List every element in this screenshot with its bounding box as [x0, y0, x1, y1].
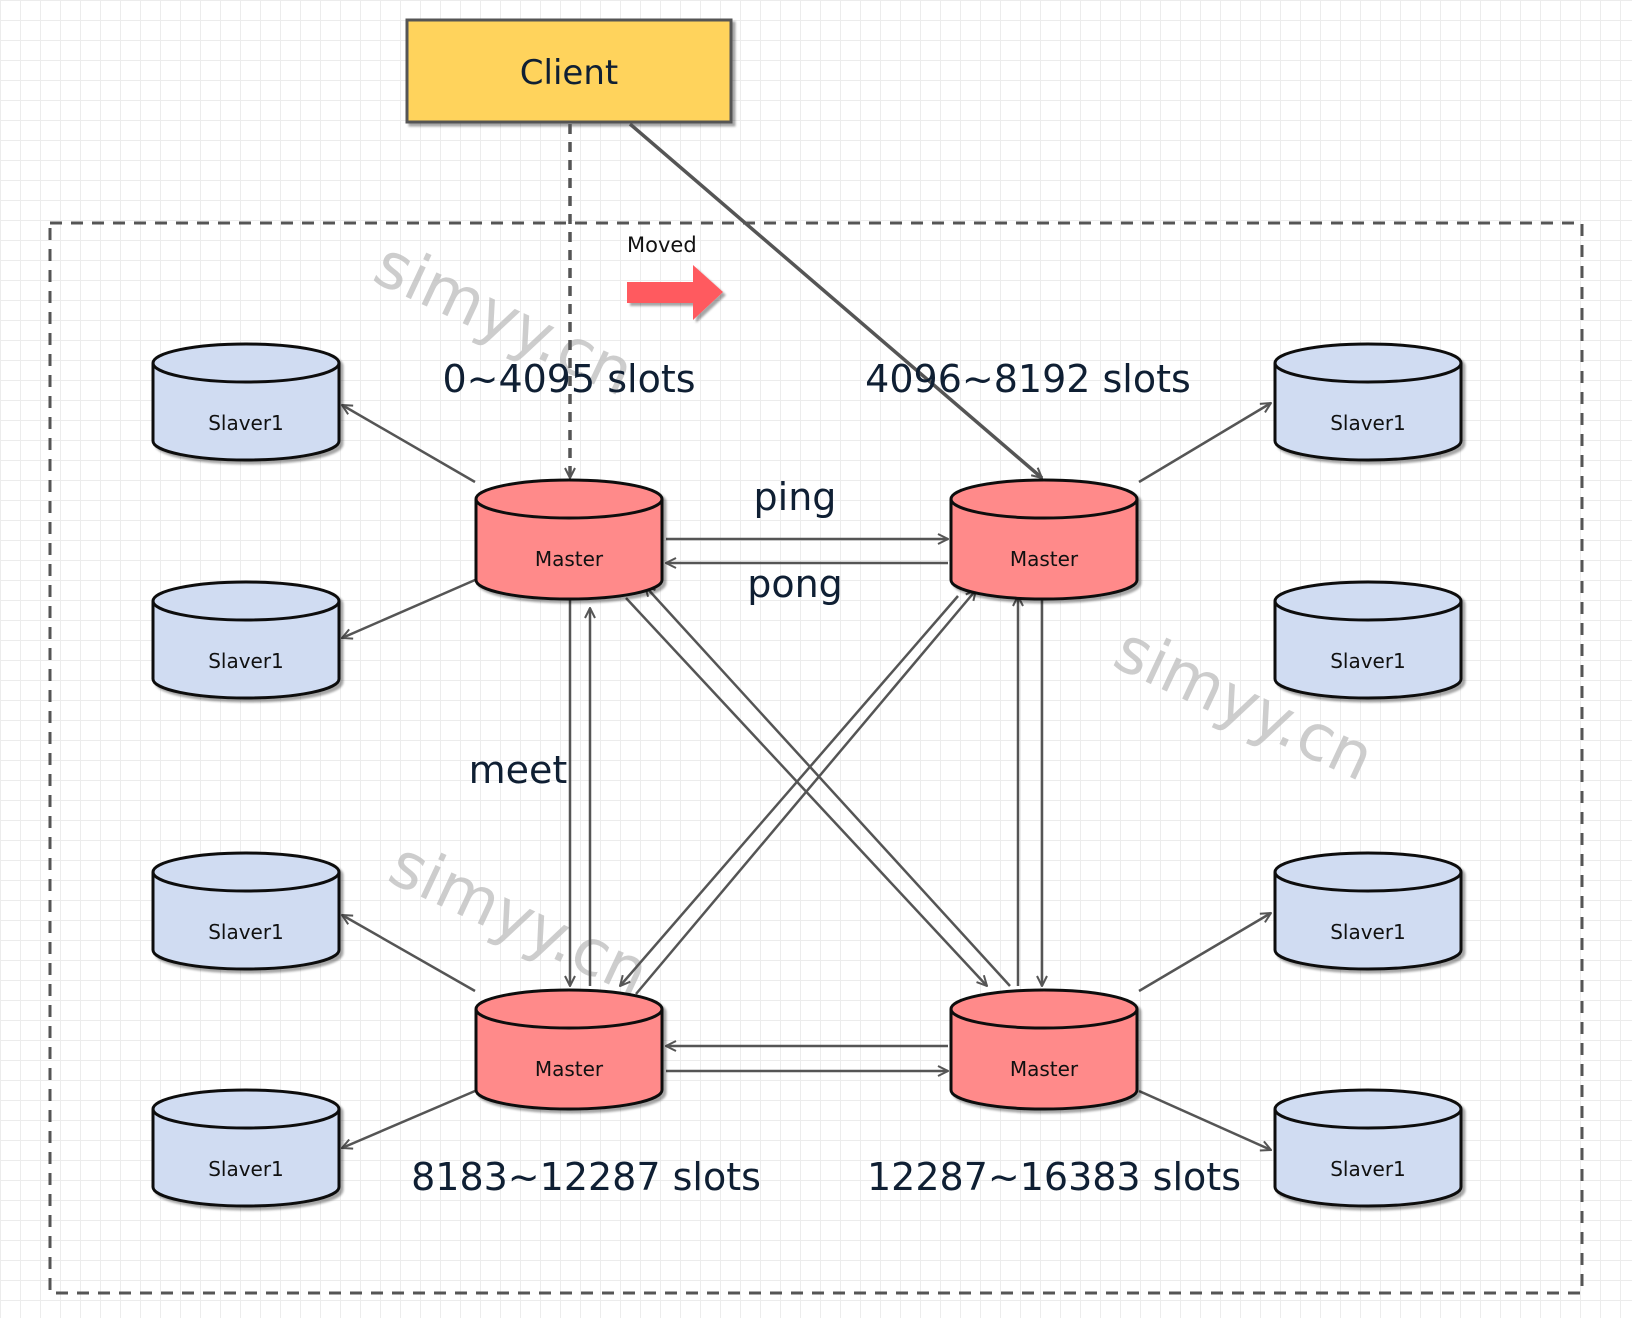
replication-edges [342, 403, 1271, 1150]
slave-node-8[interactable] [1273, 1088, 1463, 1208]
moved-label: Moved [627, 233, 697, 257]
watermark-3: simyy.cn [378, 827, 660, 1011]
slave-node-7[interactable] [1273, 851, 1463, 971]
slave-node-4[interactable] [1273, 580, 1463, 700]
pong-label: pong [747, 562, 843, 606]
slave-label-6: Slaver1 [208, 1157, 284, 1181]
slave-node-1[interactable] [151, 342, 341, 462]
slave-label-8: Slaver1 [1330, 1157, 1406, 1181]
ping-label: ping [754, 475, 837, 519]
slots-label-master2: 4096~8192 slots [865, 357, 1191, 401]
master-node-3[interactable] [474, 988, 664, 1111]
master-label-4: Master [1010, 1057, 1079, 1081]
slots-label-master1: 0~4095 slots [442, 357, 695, 401]
master-label-2: Master [1010, 547, 1079, 571]
cluster-boundary [48, 221, 1584, 1295]
master-label-1: Master [535, 547, 604, 571]
slave-node-3[interactable] [1273, 342, 1463, 462]
slave-label-5: Slaver1 [208, 920, 284, 944]
slave-label-2: Slaver1 [208, 649, 284, 673]
moved-arrow-icon [627, 265, 723, 320]
client-label: Client [520, 53, 618, 93]
slave-label-4: Slaver1 [1330, 649, 1406, 673]
client-node[interactable]: Client [405, 18, 733, 124]
master-label-3: Master [535, 1057, 604, 1081]
slave-label-7: Slaver1 [1330, 920, 1406, 944]
slave-label-3: Slaver1 [1330, 411, 1406, 435]
slave-node-2[interactable] [151, 580, 341, 700]
slots-label-master4: 12287~16383 slots [867, 1155, 1241, 1199]
slave-label-1: Slaver1 [208, 411, 284, 435]
meet-label: meet [469, 748, 568, 792]
gossip-edges [570, 539, 1042, 1071]
slave-node-6[interactable] [151, 1088, 341, 1208]
master-node-2[interactable] [949, 478, 1139, 601]
master-node-1[interactable] [474, 478, 664, 601]
client-to-master2 [628, 122, 1042, 478]
master-node-4[interactable] [949, 988, 1139, 1111]
slots-label-master3: 8183~12287 slots [411, 1155, 761, 1199]
slave-node-5[interactable] [151, 851, 341, 971]
